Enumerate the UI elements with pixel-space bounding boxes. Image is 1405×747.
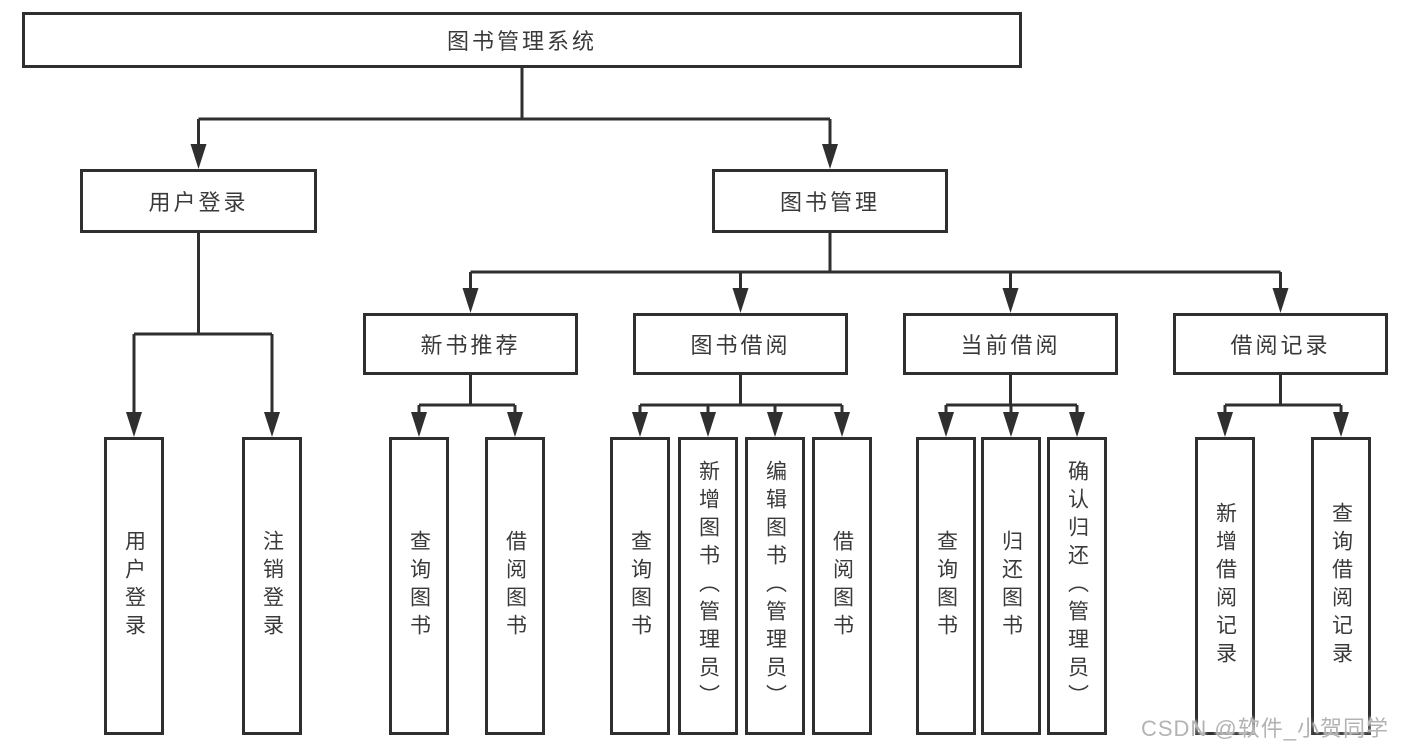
node-library-management-system: 图书管理系统: [22, 12, 1022, 68]
leaf-query-books-current: 查询图书: [916, 437, 976, 735]
leaf-borrow-books-newbook: 借阅图书: [485, 437, 545, 735]
node-borrowing-records: 借阅记录: [1173, 313, 1388, 375]
leaf-edit-books-admin: 编辑图书（管理员）: [745, 437, 805, 735]
leaf-confirm-return-admin: 确认归还（管理员）: [1047, 437, 1107, 735]
leaf-query-books-newbook: 查询图书: [389, 437, 449, 735]
leaf-user-login: 用户登录: [104, 437, 164, 735]
node-new-book-recommend: 新书推荐: [363, 313, 578, 375]
leaf-add-borrow-record: 新增借阅记录: [1195, 437, 1255, 735]
leaf-logout: 注销登录: [242, 437, 302, 735]
connector-paths: [132, 68, 1343, 418]
leaf-return-books: 归还图书: [981, 437, 1041, 735]
node-current-borrowing: 当前借阅: [903, 313, 1118, 375]
leaf-borrow-books-borrowing: 借阅图书: [812, 437, 872, 735]
arrowheads: [126, 144, 1349, 437]
node-book-management-group: 图书管理: [712, 169, 948, 233]
csdn-watermark: CSDN @软件_小贺同学: [1140, 716, 1389, 741]
node-user-login-group: 用户登录: [80, 169, 317, 233]
leaf-query-books-borrowing: 查询图书: [610, 437, 670, 735]
leaf-query-borrow-record: 查询借阅记录: [1311, 437, 1371, 735]
node-book-borrowing: 图书借阅: [633, 313, 848, 375]
leaf-add-books-admin: 新增图书（管理员）: [678, 437, 738, 735]
